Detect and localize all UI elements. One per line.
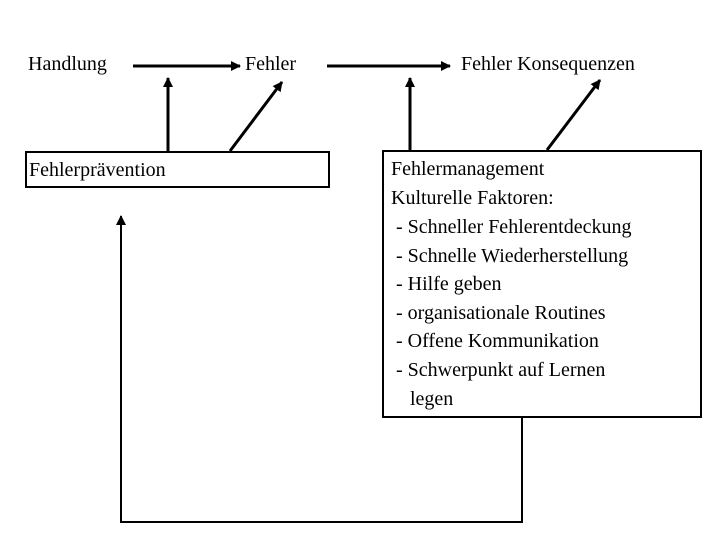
node-handlung: Handlung xyxy=(28,53,107,75)
node-fehler-konsequenzen: Fehler Konsequenzen xyxy=(461,53,635,75)
management-item: - Schnelle Wiederherstellung xyxy=(396,245,629,267)
node-fehlerpraevention: Fehlerprävention xyxy=(29,159,166,181)
management-subtitle: Kulturelle Faktoren: xyxy=(391,187,554,209)
node-fehler: Fehler xyxy=(245,53,297,75)
management-item: - Schwerpunkt auf Lernen xyxy=(396,359,606,381)
management-box xyxy=(382,150,702,418)
management-item: - Schneller Fehlerentdeckung xyxy=(396,216,632,238)
management-item: - Offene Kommunikation xyxy=(396,330,599,352)
arrow-praevention-to-fehler xyxy=(228,81,284,152)
arrow-management-to-konsequenzen xyxy=(545,79,602,151)
management-title: Fehlermanagement xyxy=(391,158,545,180)
management-item-continuation: legen xyxy=(410,388,454,410)
management-item: - Hilfe geben xyxy=(396,273,502,295)
feedback-loop-arrow xyxy=(116,215,523,523)
management-item: - organisationale Routines xyxy=(396,302,606,324)
praevention-box xyxy=(25,151,330,188)
